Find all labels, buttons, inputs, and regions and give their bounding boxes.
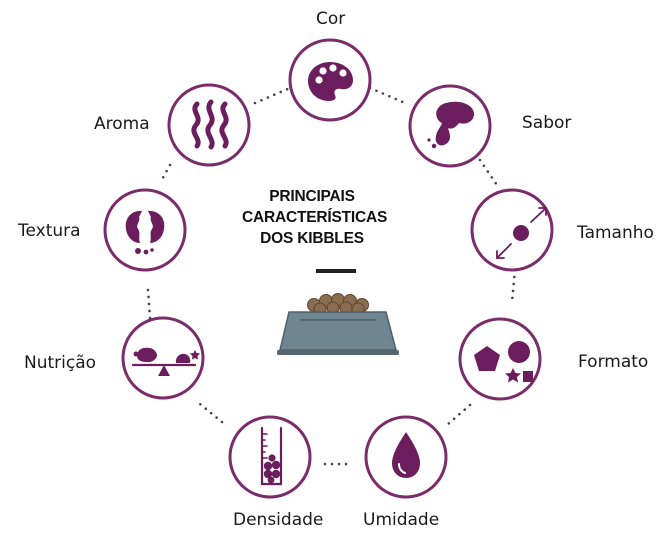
nutricao-node bbox=[121, 316, 205, 400]
shapes-icon bbox=[474, 341, 533, 383]
tongue-icon bbox=[427, 101, 475, 149]
densidade-node bbox=[228, 415, 312, 499]
label-tamanho: Tamanho bbox=[577, 223, 654, 243]
broken-kibble-icon bbox=[125, 210, 165, 255]
label-sabor: Sabor bbox=[522, 113, 572, 133]
label-nutricao: Nutrição bbox=[24, 353, 97, 373]
textura-node bbox=[103, 188, 187, 272]
title-line-2: CARACTERÍSTICAS bbox=[242, 209, 388, 226]
aroma-node bbox=[167, 83, 251, 167]
diagram-title: PRINCIPAIS CARACTERÍSTICAS DOS KIBBLES bbox=[242, 186, 388, 249]
title-line-1: PRINCIPAIS bbox=[269, 188, 355, 205]
title-underline bbox=[316, 269, 356, 273]
label-cor: Cor bbox=[316, 9, 346, 29]
label-formato: Formato bbox=[578, 352, 649, 372]
label-umidade: Umidade bbox=[363, 510, 440, 530]
droplet-icon bbox=[392, 432, 420, 478]
label-aroma: Aroma bbox=[94, 114, 150, 134]
title-line-3: DOS KIBBLES bbox=[260, 230, 364, 247]
sabor-node bbox=[408, 84, 492, 168]
umidade-node bbox=[364, 415, 448, 499]
label-densidade: Densidade bbox=[233, 510, 324, 530]
tamanho-node bbox=[470, 188, 554, 272]
palette-icon bbox=[308, 62, 353, 101]
size-arrows-icon bbox=[496, 207, 547, 259]
graduated-cylinder-icon bbox=[260, 426, 283, 486]
kibble-bowl-icon bbox=[277, 293, 399, 355]
balance-scale-icon bbox=[131, 347, 200, 376]
formato-node bbox=[458, 317, 542, 401]
aroma-waves-icon bbox=[191, 99, 229, 150]
cor-node bbox=[288, 38, 372, 122]
label-textura: Textura bbox=[18, 221, 81, 241]
dotted-connector-ring bbox=[146, 86, 517, 466]
